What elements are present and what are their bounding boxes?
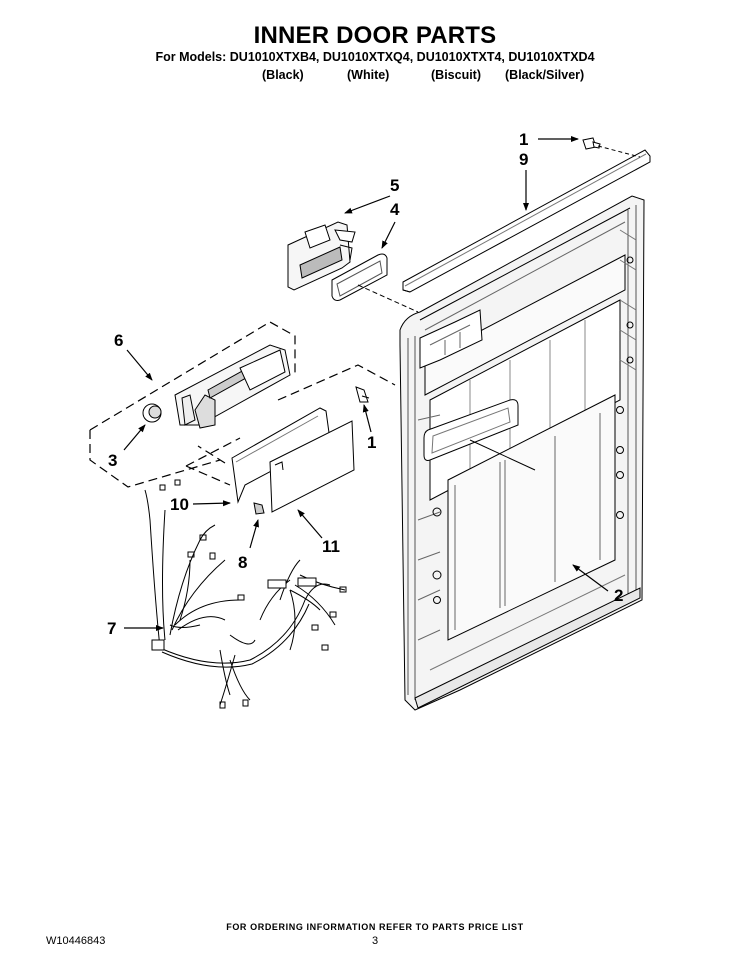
document-number: W10446843 xyxy=(46,935,106,947)
screw-top xyxy=(582,137,641,158)
page-number: 3 xyxy=(372,935,379,947)
callout-8: 8 xyxy=(238,553,248,572)
models-line: For Models: DU1010XTXB4, DU1010XTXQ4, DU… xyxy=(155,50,595,64)
model-color-black-silver: (Black/Silver) xyxy=(505,68,585,82)
callout-9: 9 xyxy=(519,150,529,169)
callout-10: 10 xyxy=(170,495,189,514)
callout-6: 6 xyxy=(114,331,124,350)
model-color-biscuit: (Biscuit) xyxy=(431,68,481,82)
dispenser xyxy=(287,221,356,291)
callout-2: 2 xyxy=(614,586,624,605)
callout-3: 3 xyxy=(108,451,118,470)
screw-mid xyxy=(355,386,370,403)
board-boundary xyxy=(185,364,396,486)
model-color-white: (White) xyxy=(347,68,390,82)
console-assembly-boundary xyxy=(89,321,296,488)
knob xyxy=(142,403,162,423)
ordering-note: FOR ORDERING INFORMATION REFER TO PARTS … xyxy=(226,922,524,932)
control-board-cover xyxy=(269,420,355,513)
callout-1-top: 1 xyxy=(519,130,529,149)
model-color-black: (Black) xyxy=(262,68,304,82)
callout-5: 5 xyxy=(390,176,400,195)
dispenser-gasket xyxy=(331,253,419,313)
leader-arrows xyxy=(123,136,609,631)
console-assembly xyxy=(174,344,291,429)
top-trim-strip xyxy=(402,149,651,293)
inner-door-panel xyxy=(399,195,645,711)
page-title: INNER DOOR PARTS xyxy=(253,22,497,49)
callout-4: 4 xyxy=(390,200,400,219)
callout-1-mid: 1 xyxy=(367,433,377,452)
callout-7: 7 xyxy=(107,619,117,638)
callout-11: 11 xyxy=(322,537,340,556)
screw-8 xyxy=(253,502,265,515)
wire-harness xyxy=(144,479,347,709)
